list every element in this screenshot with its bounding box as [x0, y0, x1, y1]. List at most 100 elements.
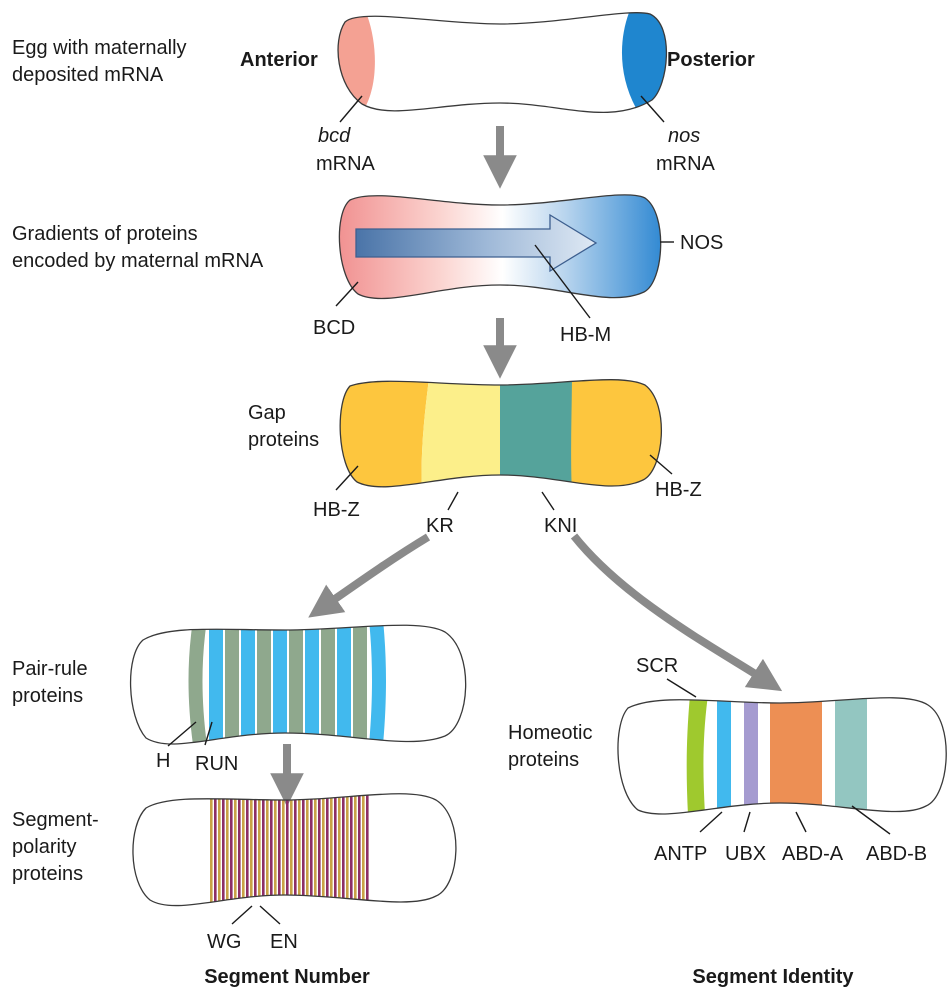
run-label: RUN [195, 753, 238, 775]
en-leader [259, 905, 281, 925]
en-stripe [270, 793, 273, 906]
gap-hbz-posterior-band [571, 379, 662, 487]
run-leader [204, 721, 213, 746]
wg-stripe [282, 793, 285, 906]
hbz-right-label: HB-Z [655, 479, 702, 501]
egg-outline [337, 12, 668, 114]
hbz-left-leader [335, 465, 359, 491]
scr-label: SCR [636, 655, 678, 677]
ubx-leader [743, 811, 751, 833]
wg-stripe [314, 793, 317, 906]
gap-hbz-anterior-band [340, 379, 430, 487]
h-stripe [288, 625, 304, 745]
antp-stripe [717, 697, 731, 814]
en-stripe [230, 793, 233, 906]
hbm-leader [534, 244, 591, 319]
pair-rule-stripes [188, 625, 386, 745]
arrow-to-pair-rule [308, 533, 431, 618]
segment-number-caption: Segment Number [204, 966, 370, 988]
en-stripe [294, 793, 297, 906]
wg-stripe [338, 793, 341, 906]
wg-stripe [234, 793, 237, 906]
stage-gradients: Gradients of proteins encoded by materna… [12, 194, 723, 346]
wg-stripe [298, 793, 301, 906]
nos-mrna-label: mRNA [656, 153, 716, 175]
wg-stripe [306, 793, 309, 906]
wg-stripe [218, 793, 221, 906]
kr-leader [447, 491, 459, 511]
h-stripe [320, 625, 336, 745]
run-stripe [208, 625, 224, 745]
nos-label: nos [668, 125, 700, 147]
wg-stripe [226, 793, 229, 906]
posterior-label: Posterior [667, 49, 755, 71]
gap-kr-band [421, 379, 500, 487]
stage-egg: Egg with maternally deposited mRNA Anter… [12, 12, 755, 175]
en-stripe [350, 793, 353, 906]
gap-label-line1: Gap [248, 402, 286, 424]
h-stripe [352, 625, 368, 745]
ubx-label: UBX [725, 843, 766, 865]
bcd-protein-label: BCD [313, 317, 355, 339]
wg-stripe [242, 793, 245, 906]
en-stripe [302, 793, 305, 906]
en-stripe [358, 793, 361, 906]
wg-stripe [330, 793, 333, 906]
wg-leader [231, 905, 253, 925]
en-stripe [246, 793, 249, 906]
abdb-band [835, 697, 867, 814]
wg-stripe [250, 793, 253, 906]
en-stripe [214, 793, 217, 906]
bcd-protein-leader [335, 281, 359, 307]
hbm-label: HB-M [560, 324, 611, 346]
h-stripe [188, 625, 207, 745]
h-leader [167, 721, 197, 747]
abda-band [770, 697, 822, 814]
hbz-left-label: HB-Z [313, 499, 360, 521]
hbz-right-leader [649, 454, 673, 475]
run-stripe [336, 625, 352, 745]
en-stripe [342, 793, 345, 906]
gap-label-line2: proteins [248, 429, 319, 451]
homeotic-label-line1: Homeotic [508, 722, 592, 744]
homeotic-embryo-outline [617, 697, 947, 815]
en-stripe [310, 793, 313, 906]
egg-label-line2: deposited mRNA [12, 64, 164, 86]
h-stripe [256, 625, 272, 745]
pair-rule-label-line2: proteins [12, 685, 83, 707]
gap-kni-band [500, 379, 572, 487]
gradients-label-line1: Gradients of proteins [12, 223, 198, 245]
abdb-label: ABD-B [866, 843, 927, 865]
anterior-cap [338, 12, 375, 113]
gradient-embryo-outline [338, 194, 662, 300]
nos-leader [640, 95, 665, 123]
wg-stripe [322, 793, 325, 906]
pair-rule-label-line1: Pair-rule [12, 658, 88, 680]
run-stripe [304, 625, 320, 745]
wg-stripe [354, 793, 357, 906]
gap-embryo-outline [339, 379, 663, 488]
stage-segment-polarity: Segment- polarity proteins WG EN [12, 793, 457, 953]
en-stripe [334, 793, 337, 906]
segment-polarity-label-line2: polarity [12, 836, 76, 858]
en-stripe [278, 793, 281, 906]
en-stripe [254, 793, 257, 906]
arrow-to-homeotic [570, 533, 783, 692]
stage-pair-rule: Pair-rule proteins H RUN [12, 624, 467, 775]
scr-stripe [686, 697, 708, 814]
wg-stripe [362, 793, 365, 906]
run-stripe [369, 625, 386, 745]
antp-leader [699, 811, 723, 833]
segment-identity-caption: Segment Identity [692, 966, 854, 988]
abda-leader [795, 811, 807, 833]
antp-label: ANTP [654, 843, 707, 865]
bcd-mrna-label: mRNA [316, 153, 376, 175]
en-stripe [366, 793, 369, 906]
en-stripe [286, 793, 289, 906]
nos-protein-label: NOS [680, 232, 723, 254]
scr-leader [666, 678, 697, 698]
hbm-gradient-arrow [355, 213, 598, 273]
bcd-leader [339, 95, 363, 123]
homeotic-label-line2: proteins [508, 749, 579, 771]
